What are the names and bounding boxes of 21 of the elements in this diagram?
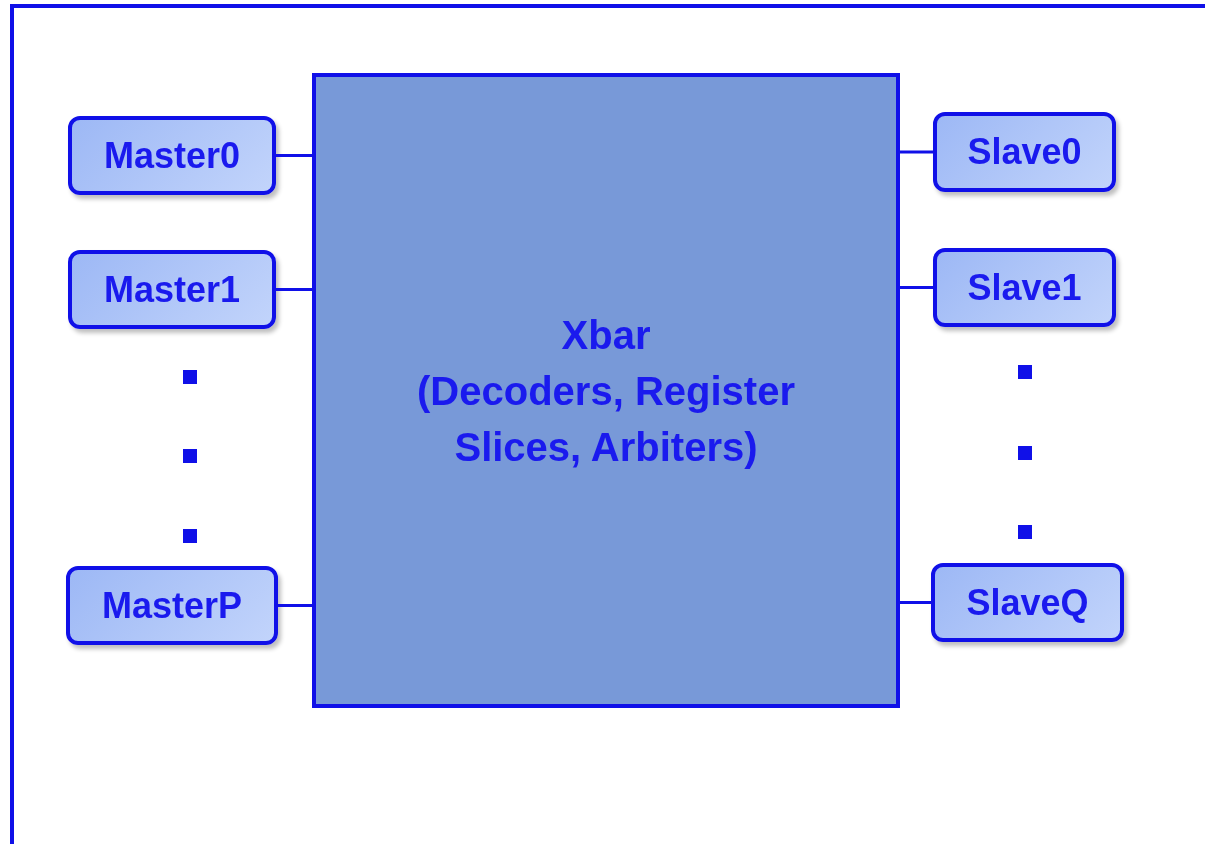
connector-line: [276, 288, 312, 291]
connector-line: [900, 150, 933, 154]
block-label: Xbar: [561, 311, 651, 359]
port-box: [931, 563, 1124, 642]
port-box: [66, 566, 278, 645]
port-label: MasterP: [101, 584, 243, 627]
port-label: Master1: [103, 268, 241, 311]
connector-line: [278, 604, 312, 607]
port-label: Slave1: [967, 266, 1082, 309]
port-label: Slave0: [967, 131, 1082, 173]
port-box: [933, 112, 1116, 192]
block-label: (Decoders, Register Slices, Arbiters): [416, 367, 796, 471]
port-label: SlaveQ: [966, 581, 1089, 624]
port-box: [68, 250, 276, 329]
port-box: [68, 116, 276, 195]
connector-line: [900, 601, 931, 604]
port-label: Master0: [103, 134, 241, 177]
connector-line: [276, 154, 312, 157]
crossbar-box: [312, 73, 900, 708]
connector-line: [900, 286, 933, 289]
port-box: [933, 248, 1116, 327]
